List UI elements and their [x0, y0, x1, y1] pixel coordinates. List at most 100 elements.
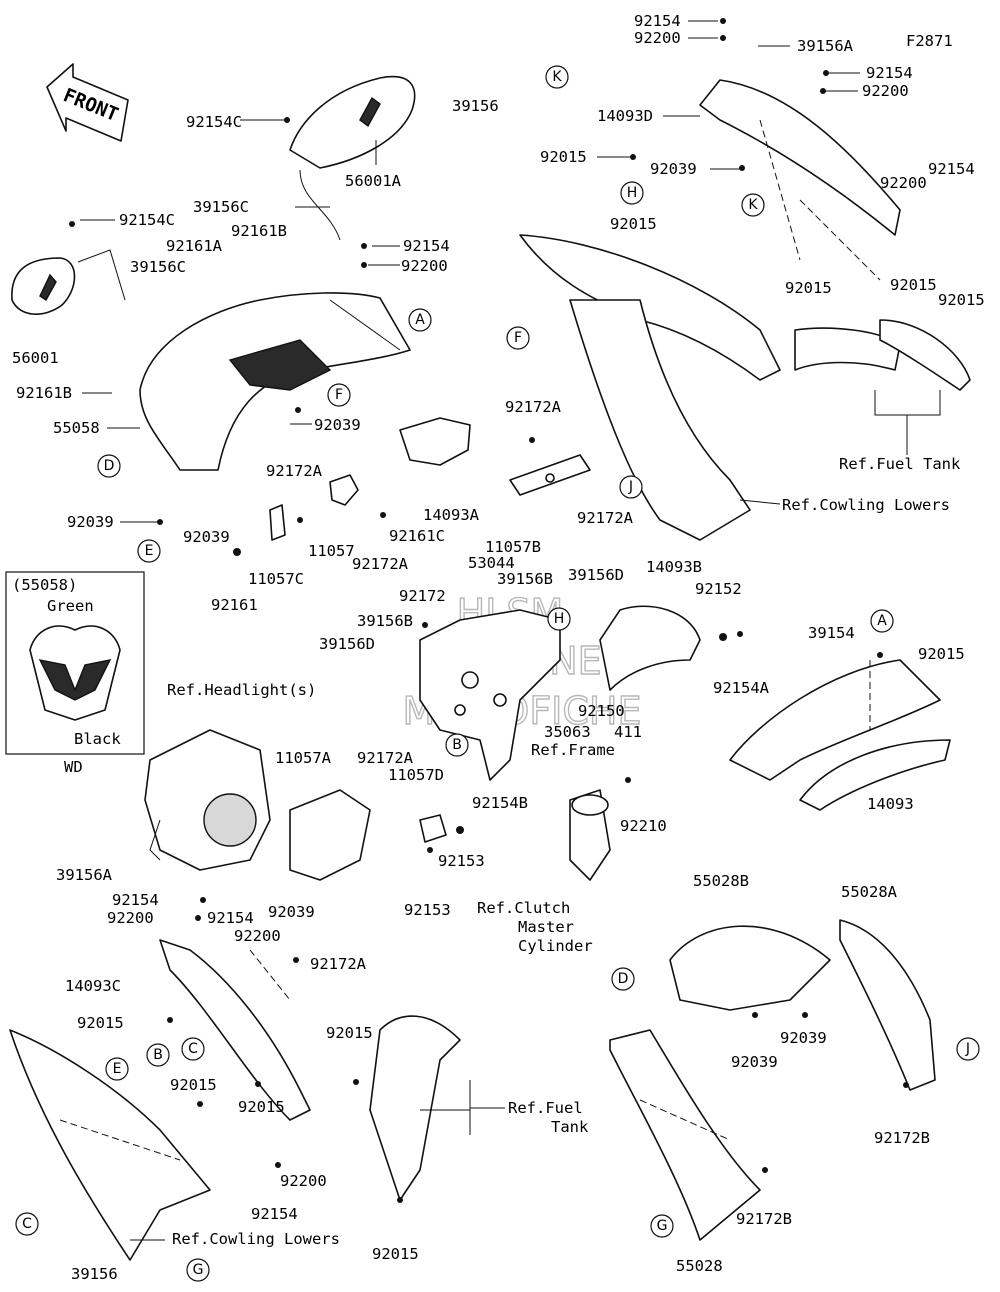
callout-G-right: G [650, 1214, 674, 1238]
svg-text:A: A [877, 613, 887, 629]
label-11057A: 11057A [275, 749, 332, 767]
svg-text:F: F [335, 387, 343, 403]
svg-text:B: B [153, 1047, 163, 1063]
callout-H-center: H [547, 607, 571, 631]
label-92172B-b: 92172B [736, 1210, 792, 1228]
callout-J-mid: J [619, 475, 643, 499]
bracket-11057C-part [269, 504, 286, 541]
label-92200-top: 92200 [634, 29, 681, 47]
svg-text:E: E [145, 543, 154, 559]
svg-text:E: E [113, 1061, 122, 1077]
svg-text:C: C [188, 1041, 198, 1057]
label-92172B-a: 92172B [874, 1129, 930, 1147]
label-92015-r3: 92015 [890, 276, 937, 294]
mirror-right-part [289, 75, 416, 241]
label-92200-l: 92200 [107, 909, 154, 927]
label-ref-fuel-tank-bot-1: Ref.Fuel [508, 1099, 583, 1117]
bracket-11057A-part [289, 789, 371, 881]
label-39156C-b: 39156C [130, 258, 186, 276]
svg-text:H: H [627, 185, 638, 201]
label-14093B: 14093B [646, 558, 702, 576]
callout-D-right: D [611, 967, 635, 991]
callout-K-top: K [545, 65, 569, 89]
label-ref-cowling-lowers-top: Ref.Cowling Lowers [782, 496, 950, 514]
label-92039-r2: 92039 [731, 1053, 778, 1071]
fasteners [69, 18, 909, 1203]
label-11057: 11057 [308, 542, 355, 560]
upper-cowl-part [139, 292, 411, 471]
label-92015-l4: 92015 [238, 1098, 285, 1116]
inset-variant: (55058) Green Black WD [5, 571, 145, 776]
callout-C-left: C [181, 1037, 205, 1061]
front-arrow-icon: FRONT [46, 63, 129, 142]
label-39154: 39154 [808, 624, 855, 642]
label-14093A: 14093A [423, 506, 480, 524]
label-35063: 35063 [544, 723, 591, 741]
label-92154-m: 92154 [403, 237, 450, 255]
svg-text:A: A [415, 312, 425, 328]
label-92039-d: 92039 [67, 513, 114, 531]
label-56001A: 56001A [345, 172, 402, 190]
callout-E-left: E [137, 539, 161, 563]
cowl-stay-part [419, 609, 561, 781]
label-92154-b: 92154 [251, 1205, 298, 1223]
callout-K-mid: K [741, 193, 765, 217]
callouts: K H K A F F D E J H B A B C E D J G C G [15, 65, 980, 1282]
svg-text:K: K [748, 197, 758, 213]
middle-fairing-right-part [519, 234, 781, 541]
label-ref-clutch-1: Ref.Clutch [477, 899, 570, 917]
label-ref-fuel-tank-bot-2: Tank [551, 1118, 589, 1136]
label-92015-a: 92015 [918, 645, 965, 663]
label-92152: 92152 [695, 580, 742, 598]
label-39156C-a: 39156C [193, 198, 249, 216]
label-92015-l3: 92015 [170, 1076, 217, 1094]
svg-text:J: J [965, 1041, 970, 1057]
label-92200-m: 92200 [401, 257, 448, 275]
label-92154C-b: 92154C [119, 211, 175, 229]
callout-E-low: E [105, 1057, 129, 1081]
label-92015-h: 92015 [540, 148, 587, 166]
label-92172A-d: 92172A [352, 555, 409, 573]
inset-black-label: Black [74, 730, 121, 748]
callout-B-center: B [445, 733, 469, 757]
label-92161C: 92161C [389, 527, 445, 545]
bracket-11057-part [329, 474, 359, 506]
label-ref-clutch-3: Cylinder [518, 937, 593, 955]
bracket-11057B-part [509, 454, 591, 496]
label-92154-r1: 92154 [866, 64, 913, 82]
leader-lines [59, 20, 941, 1241]
label-92210: 92210 [620, 817, 667, 835]
label-39156D-b: 39156D [319, 635, 375, 653]
mirror-left-part [11, 249, 126, 315]
label-39156B-a: 39156B [497, 570, 553, 588]
middle-fairing-left-part [9, 1029, 211, 1261]
inset-green-label: Green [47, 597, 94, 615]
headlight-part [144, 729, 271, 871]
label-92015-l1: 92015 [77, 1014, 124, 1032]
figure-code: F2871 [906, 32, 953, 50]
label-92161: 92161 [211, 596, 258, 614]
label-92172A-c: 92172A [577, 509, 634, 527]
label-39156: 39156 [452, 97, 499, 115]
label-92161B-a: 92161B [231, 222, 287, 240]
label-92161B-b: 92161B [16, 384, 72, 402]
label-92153-b: 92153 [404, 901, 451, 919]
svg-text:J: J [628, 479, 633, 495]
svg-text:B: B [452, 737, 462, 753]
callout-A-right: A [870, 609, 894, 633]
label-ref-headlight: Ref.Headlight(s) [167, 681, 316, 699]
svg-text:C: C [22, 1216, 32, 1232]
label-92154A: 92154A [713, 679, 770, 697]
side-cover-14093C-part [159, 939, 311, 1121]
label-53044: 53044 [468, 554, 515, 572]
label-92172A-e: 92172A [357, 749, 414, 767]
callout-F-right: F [506, 326, 530, 350]
label-92039-l: 92039 [268, 903, 315, 921]
label-92015-r2: 92015 [785, 279, 832, 297]
label-92200-l2: 92200 [234, 927, 281, 945]
label-411: 411 [614, 723, 642, 741]
svg-text:D: D [618, 971, 629, 987]
label-ref-fuel-tank-top: Ref.Fuel Tank [839, 455, 961, 473]
label-39156A-b: 39156A [56, 866, 113, 884]
bracket-11057D-part [419, 814, 447, 843]
